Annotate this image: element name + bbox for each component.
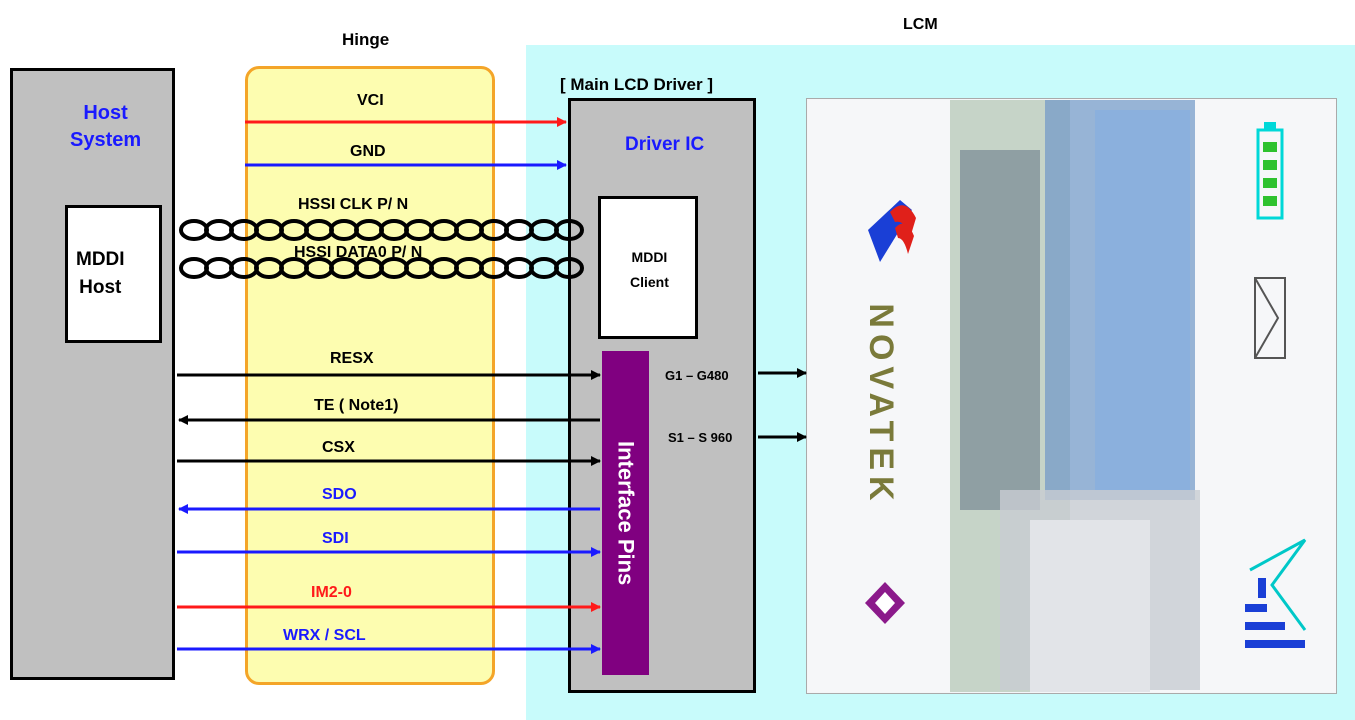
sdi-label: SDI (322, 530, 349, 548)
cable-loop (506, 221, 532, 239)
cable-loop (381, 221, 407, 239)
cable-loop (431, 259, 457, 277)
cable-loop (456, 259, 482, 277)
cable-loop (531, 221, 557, 239)
csx-label: CSX (322, 439, 355, 457)
cable-loop (181, 259, 207, 277)
hssi-data-label: HSSI DATA0 P/ N (294, 244, 422, 262)
cable-loop (256, 221, 282, 239)
wrx-scl-label: WRX / SCL (283, 627, 366, 645)
te-label: TE ( Note1) (314, 397, 398, 415)
cable-loop (331, 221, 357, 239)
cable-loop (206, 221, 232, 239)
hssi-clk-label: HSSI CLK P/ N (298, 196, 408, 214)
sdo-label: SDO (322, 486, 357, 504)
cable-loop (481, 221, 507, 239)
im-label: IM2-0 (311, 584, 352, 602)
cable-loop (556, 221, 582, 239)
cable-loop (231, 221, 257, 239)
cable-loop (256, 259, 282, 277)
cable-loop (456, 221, 482, 239)
cable-loop (406, 221, 432, 239)
cable-loop (556, 259, 582, 277)
vci-label: VCI (357, 92, 384, 110)
cable-loop (231, 259, 257, 277)
cable-loop (181, 221, 207, 239)
cable-loop (431, 221, 457, 239)
cable-loop (206, 259, 232, 277)
cable-loop (356, 221, 382, 239)
cable-loop (531, 259, 557, 277)
cable-loop (306, 221, 332, 239)
novatek-brand-text: NOVATEK (862, 303, 900, 506)
gnd-label: GND (350, 143, 386, 161)
cable-loop (281, 221, 307, 239)
resx-label: RESX (330, 350, 374, 368)
cable-loop (481, 259, 507, 277)
cable-loop (506, 259, 532, 277)
